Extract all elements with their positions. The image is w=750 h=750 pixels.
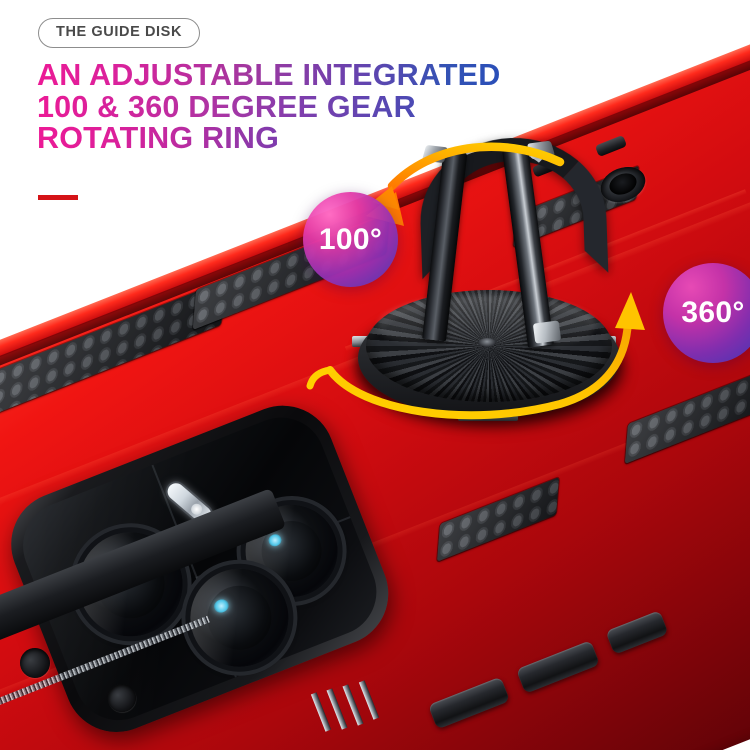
badge-360-degree: 360° <box>663 263 750 363</box>
page-title: AN ADJUSTABLE INTEGRATED 100 & 360 DEGRE… <box>37 58 677 155</box>
badge-100-label: 100° <box>318 222 383 256</box>
headline-line-3: ROTATING RING <box>37 121 280 155</box>
disk-center-hub <box>478 338 496 347</box>
ring-kickstand-icon <box>338 134 648 470</box>
accent-rule <box>38 195 78 200</box>
badge-100-degree: 100° <box>303 192 398 287</box>
section-badge: THE GUIDE DISK <box>38 18 201 48</box>
ring-leg-foot-right <box>532 320 562 344</box>
headline-line-2: 100 & 360 DEGREE GEAR <box>37 89 416 124</box>
section-badge-label: THE GUIDE DISK <box>56 24 183 40</box>
headline-line-1: AN ADJUSTABLE INTEGRATED <box>37 58 501 92</box>
badge-360-label: 360° <box>681 296 745 329</box>
